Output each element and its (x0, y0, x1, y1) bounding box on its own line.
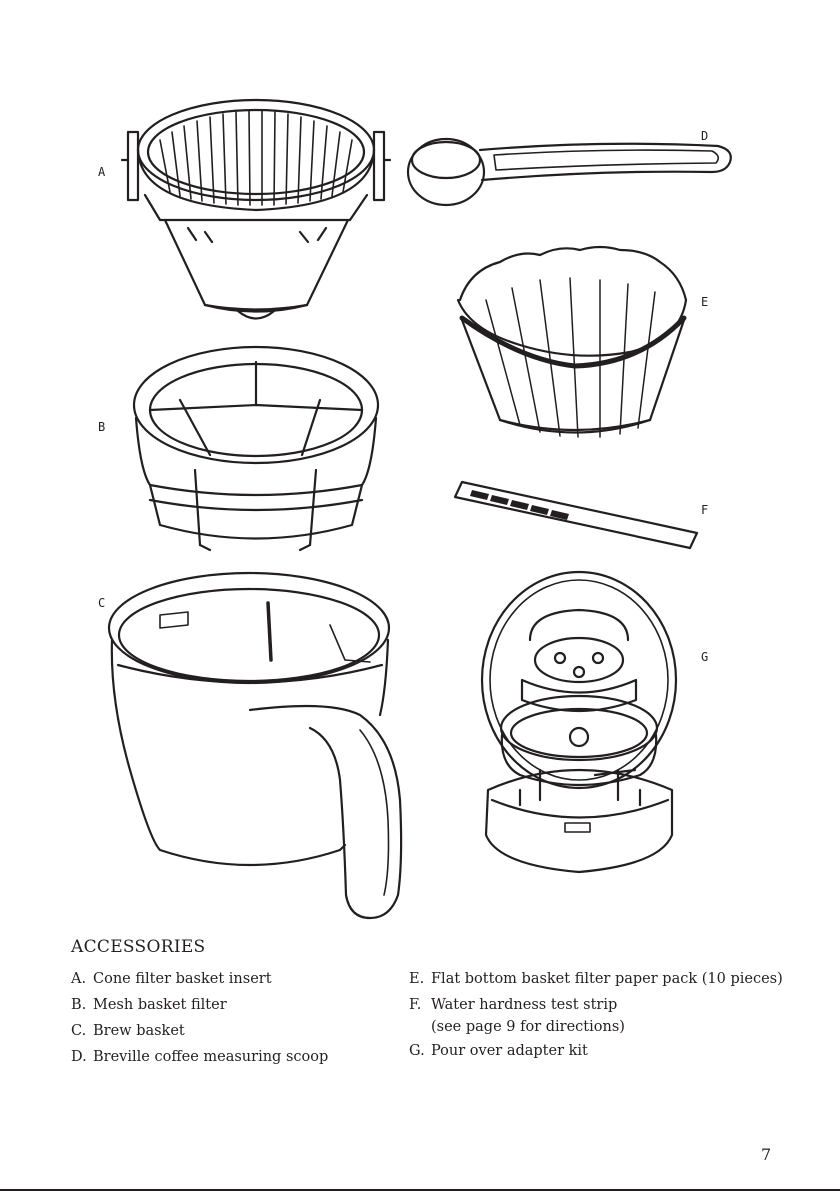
figure-label-a: A (98, 165, 105, 179)
item-key: F. (409, 994, 421, 1016)
figure-label-c: C (98, 596, 105, 610)
bottom-rule (0, 1189, 840, 1191)
item-text: Brew basket (93, 1023, 185, 1039)
item-text: Cone filter basket insert (93, 971, 272, 987)
list-item: F. Water hardness test strip(see page 9 f… (409, 994, 783, 1040)
item-key: C. (71, 1020, 86, 1042)
item-key: A. (71, 968, 86, 990)
page-number: 7 (761, 1145, 771, 1164)
item-key: G. (409, 1040, 425, 1062)
figure-label-d: D (701, 129, 708, 143)
cone-filter-basket-insert-drawing (122, 100, 390, 319)
figure-label-f: F (701, 503, 708, 517)
accessories-heading: ACCESSORIES (71, 937, 206, 957)
flat-bottom-paper-filter-drawing (458, 247, 686, 437)
item-text: Mesh basket filter (93, 997, 227, 1013)
item-text: Pour over adapter kit (431, 1043, 588, 1059)
list-item: D. Breville coffee measuring scoop (71, 1046, 328, 1072)
list-item: C. Brew basket (71, 1020, 328, 1046)
mesh-basket-filter-drawing (134, 347, 378, 550)
accessories-list-right: E. Flat bottom basket filter paper pack (… (409, 968, 783, 1066)
item-text-line-2: (see page 9 for directions) (431, 1016, 783, 1038)
figure-label-b: B (98, 420, 105, 434)
list-item: E. Flat bottom basket filter paper pack (… (409, 968, 783, 994)
accessories-illustration (0, 0, 840, 940)
figure-label-e: E (701, 295, 708, 309)
brew-basket-drawing (109, 573, 401, 918)
water-hardness-test-strip-drawing (455, 482, 697, 548)
accessories-list-left: A. Cone filter basket insert B. Mesh baske… (71, 968, 328, 1072)
list-item: A. Cone filter basket insert (71, 968, 328, 994)
figure-label-g: G (701, 650, 708, 664)
item-text: Water hardness test strip (431, 994, 783, 1016)
list-item: G. Pour over adapter kit (409, 1040, 783, 1066)
list-item: B. Mesh basket filter (71, 994, 328, 1020)
item-key: B. (71, 994, 86, 1016)
item-text: Breville coffee measuring scoop (93, 1049, 328, 1065)
item-text: Flat bottom basket filter paper pack (10… (431, 971, 783, 987)
item-key: D. (71, 1046, 87, 1068)
item-key: E. (409, 968, 424, 990)
coffee-measuring-scoop-drawing (408, 139, 731, 205)
pour-over-adapter-kit-drawing (482, 572, 676, 872)
